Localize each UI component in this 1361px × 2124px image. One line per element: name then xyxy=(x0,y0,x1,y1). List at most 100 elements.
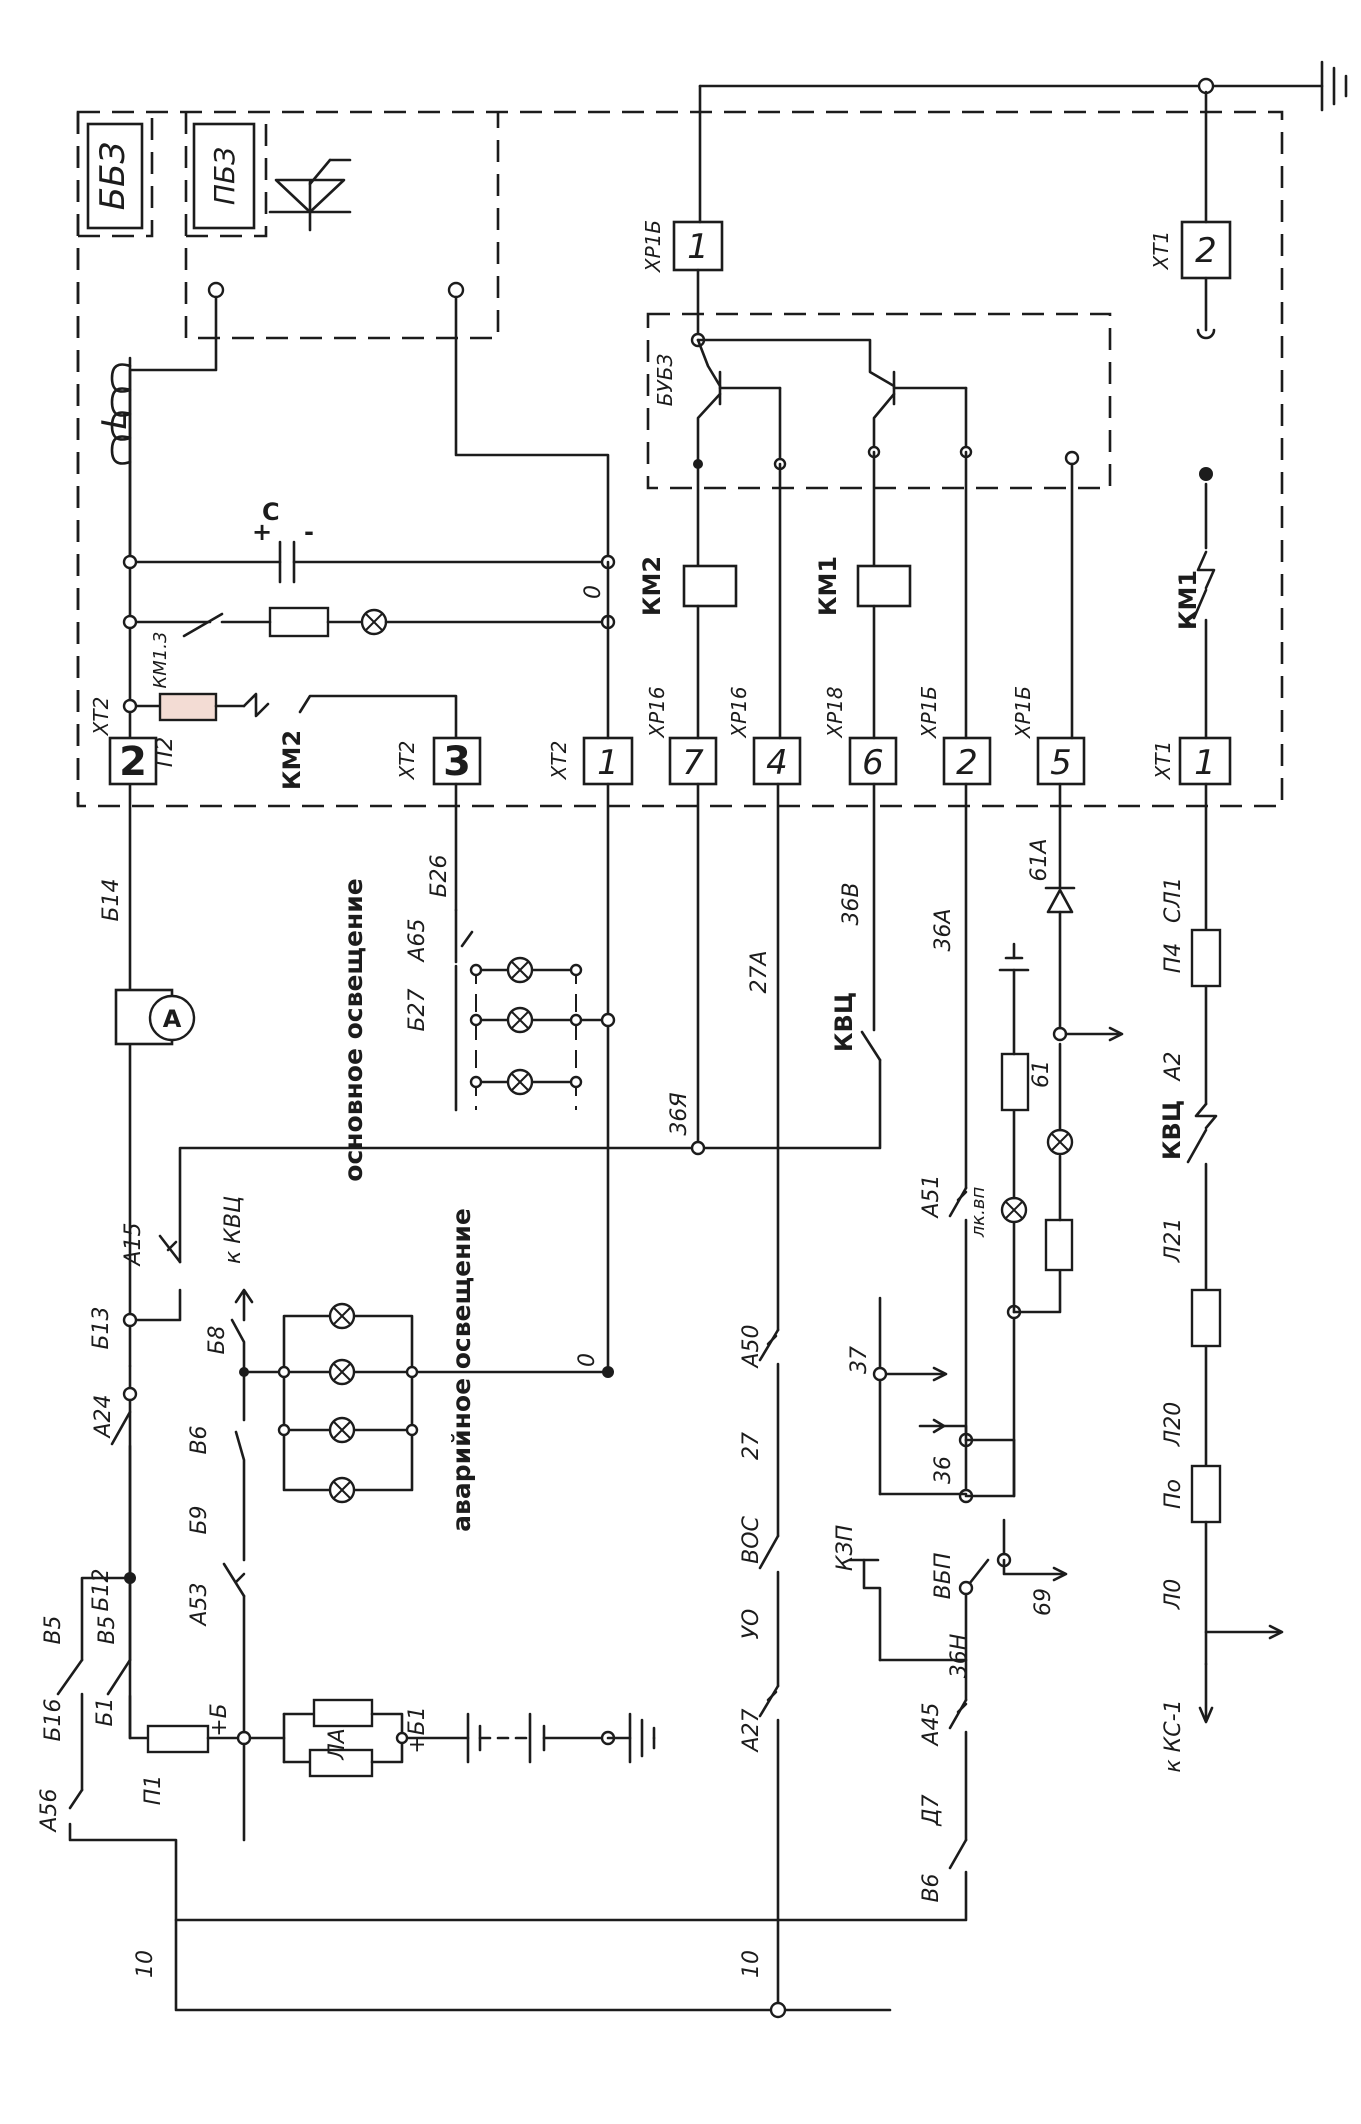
capacitor-plus: + xyxy=(252,518,272,546)
a45-label: А45 xyxy=(919,1702,944,1747)
a53-label: А53 xyxy=(187,1582,212,1627)
w27a-label: 27А xyxy=(747,950,772,993)
xp16-label-2: ХР1Б xyxy=(917,686,941,739)
to-kvc-label: к КВЦ xyxy=(221,1196,246,1264)
bbz-label: ББЗ xyxy=(93,142,133,210)
emergency-lighting-text: аварийное освещение xyxy=(447,1208,476,1532)
capacitor-C xyxy=(122,540,616,584)
xt2-3-box xyxy=(432,736,482,786)
xt2-2-num: 2 xyxy=(119,739,147,785)
l20-label: Л20 xyxy=(1161,1402,1186,1448)
w27-label: 27 xyxy=(739,1432,764,1460)
xp16-2-box xyxy=(942,736,992,786)
lower-right-switches xyxy=(174,1296,1068,1922)
w61a-label: 61А xyxy=(1027,838,1052,881)
xt1-1-box xyxy=(1178,736,1232,786)
wire-36ya xyxy=(122,782,882,1328)
w36n-label: 36Н xyxy=(947,1634,972,1679)
km1-coil xyxy=(856,564,912,608)
b8-label: Б8 xyxy=(205,1325,230,1354)
xp16-1-label: ХР1Б xyxy=(641,220,665,273)
b14-label: Б14 xyxy=(99,878,124,921)
ammeter xyxy=(114,988,196,1046)
xp16-6-num: 6 xyxy=(862,743,884,783)
main-lighting-text: основное освещение xyxy=(339,878,368,1181)
xt2-label-1: ХТ2 xyxy=(89,697,113,737)
ground-top-symbol xyxy=(698,60,1348,112)
w10-label-1: 10 xyxy=(133,1950,158,1978)
l21-label: Л21 xyxy=(1161,1218,1186,1264)
a24-label: А24 xyxy=(91,1394,116,1439)
b5-label-1: В5 xyxy=(41,1615,66,1644)
a65-label: А65 xyxy=(405,918,430,963)
l0-label: Л0 xyxy=(1161,1579,1186,1611)
xt1-2-box xyxy=(1180,220,1232,280)
pbz-terminal-1 xyxy=(207,281,225,299)
xp16-1-num: 1 xyxy=(687,227,709,267)
pbz-wire-2 xyxy=(454,295,610,562)
capacitor-minus: - xyxy=(304,518,314,546)
wire-36a xyxy=(948,782,1124,1504)
pbz-label: ПБЗ xyxy=(208,147,241,205)
thyristor-symbol xyxy=(268,158,352,232)
xp16-4-num: 4 xyxy=(766,743,788,783)
xp16-7-num: 7 xyxy=(682,743,704,783)
kvc-label-2: КВЦ xyxy=(1158,1100,1186,1160)
to-ks1-label: к КС-1 xyxy=(1161,1699,1186,1772)
ks1-line xyxy=(1186,782,1284,1724)
emergency-lamp-2 xyxy=(328,1358,356,1386)
km1-coil-label: КМ1 xyxy=(814,556,842,616)
po-label: По xyxy=(1161,1479,1186,1509)
main-lamp-1 xyxy=(506,956,534,984)
xp16-4-box xyxy=(752,736,802,786)
vbp-label: ВБП xyxy=(931,1553,956,1600)
w69-label: 69 xyxy=(1031,1588,1056,1616)
xt1-label-1: ХТ1 xyxy=(1151,741,1175,781)
xp16-label-4: ХР16 xyxy=(727,686,751,738)
to-kvc-arrow xyxy=(234,1288,254,1322)
lk-vp-label: лк.вп xyxy=(968,1187,989,1239)
buvz-enclosure xyxy=(646,312,1112,490)
w36-label: 36 xyxy=(931,1456,956,1484)
main-lamp-2 xyxy=(506,1006,534,1034)
xt2-2-box xyxy=(108,736,158,786)
main-lighting-label: основное освещение xyxy=(339,878,368,1181)
buvz-label: БУБЗ xyxy=(653,354,677,407)
emergency-lighting-label: аварийное освещение xyxy=(447,1208,476,1532)
w10-label-2: 10 xyxy=(739,1950,764,1978)
wire-27a xyxy=(758,782,787,2019)
xt2-3-num: 3 xyxy=(443,739,471,785)
w36b-label: 36В xyxy=(839,882,864,925)
pbz-enclosure xyxy=(184,112,500,340)
b13-label: Б13 xyxy=(89,1306,114,1349)
fuse-p2 xyxy=(122,692,270,722)
xp16-7-box xyxy=(668,736,718,786)
left-switches xyxy=(56,1386,892,2012)
p4-label: П4 xyxy=(1161,943,1186,974)
v6-label: В6 xyxy=(187,1425,212,1454)
xp16-5-num: 5 xyxy=(1050,743,1072,783)
xp18-label-6: ХР18 xyxy=(823,686,847,738)
xt2-label-2: ХТ2 xyxy=(395,741,419,781)
km2-contact-wire xyxy=(298,694,458,744)
km13-branch xyxy=(122,606,616,638)
la-label: ЛА xyxy=(325,1728,350,1761)
emergency-lighting-group xyxy=(222,1314,614,1734)
capacitor-label: С xyxy=(262,498,280,526)
w36a-label: 36А xyxy=(931,908,956,951)
a56-label: А56 xyxy=(37,1788,62,1833)
b5-label-2: В5 xyxy=(95,1615,120,1644)
km1-contact-label: КМ1 xyxy=(1174,570,1202,630)
b27-label: Б27 xyxy=(405,988,430,1031)
kzp-label: КЗП xyxy=(833,1525,858,1571)
pbz-terminal-2 xyxy=(447,281,465,299)
d7-label: Д7 xyxy=(919,1794,944,1826)
b1-label: Б1 xyxy=(93,1697,118,1726)
terminal-row: 2 3 1 7 4 6 2 5 1 xyxy=(108,736,1232,786)
w61-label: 61 xyxy=(1029,1060,1054,1088)
b9-label: Б9 xyxy=(187,1505,212,1534)
km2-coil-label: КМ2 xyxy=(638,556,666,616)
xp16-2-num: 2 xyxy=(956,743,978,783)
kvc-label-1: КВЦ xyxy=(830,992,858,1052)
